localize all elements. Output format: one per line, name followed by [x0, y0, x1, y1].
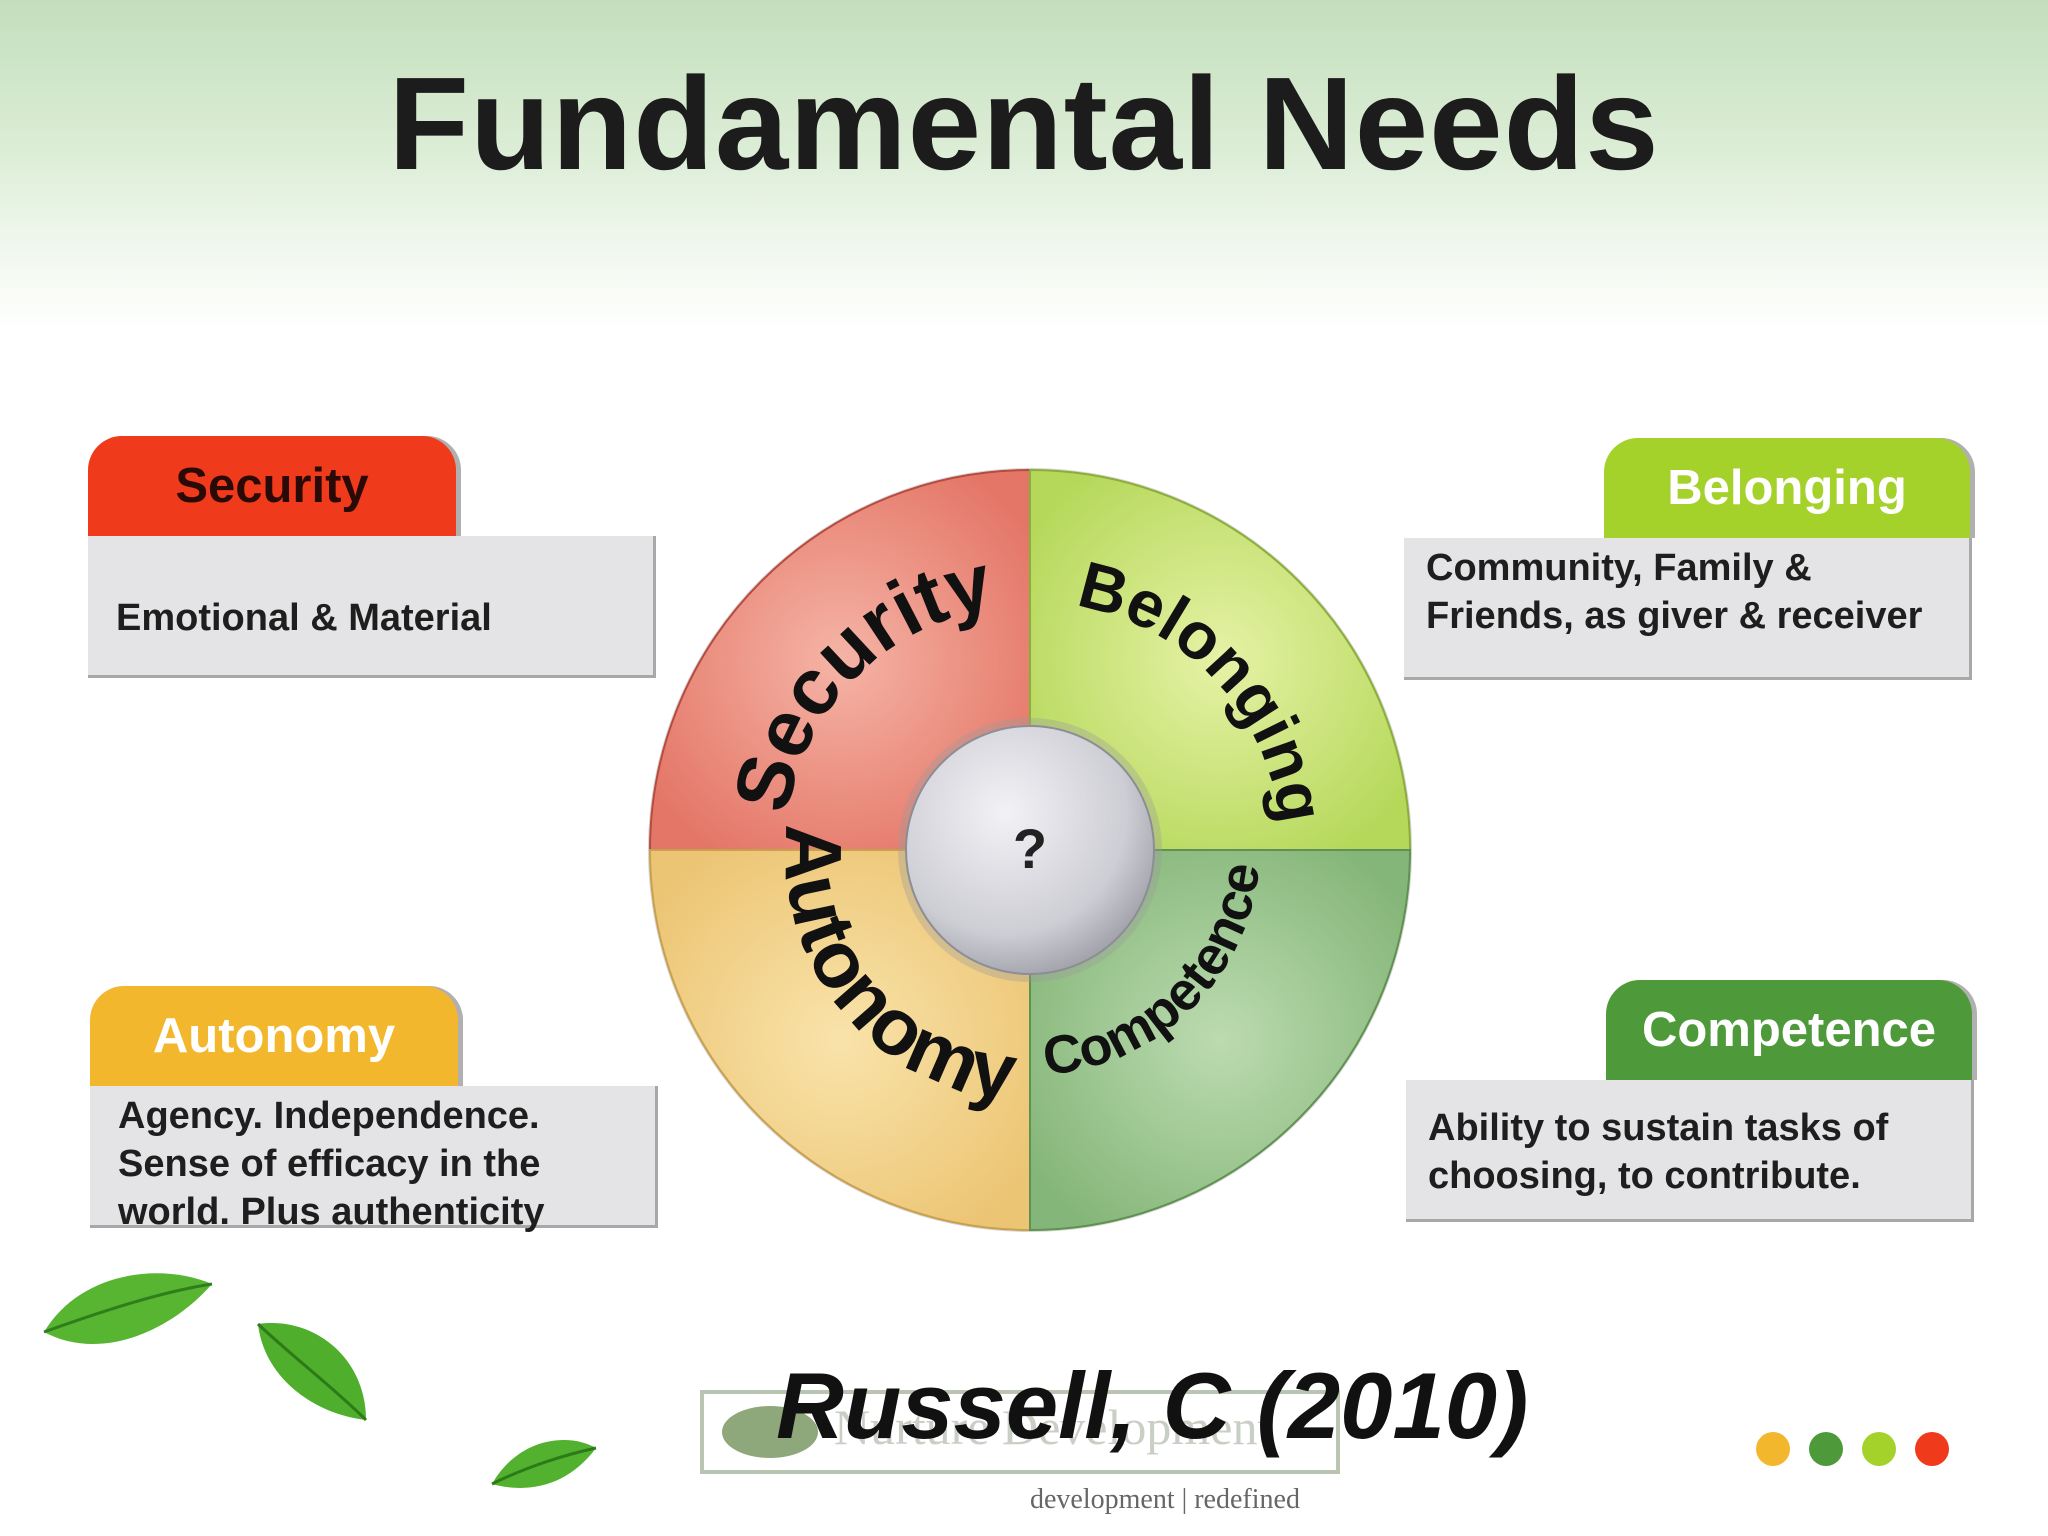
competence-segment	[1029, 849, 1412, 1232]
leaf-icon	[256, 1322, 368, 1422]
security-card-heading: Security	[88, 436, 456, 536]
header-band	[0, 0, 2048, 330]
competence-card-text: Ability to sustain tasks of choosing, to…	[1406, 1080, 1974, 1222]
leaf-icon	[491, 1439, 597, 1488]
security-card-text: Emotional & Material	[88, 536, 656, 678]
autonomy-card-heading: Autonomy	[90, 986, 458, 1086]
security-segment	[648, 468, 1031, 851]
company-logo: Nurture Development	[700, 1390, 1340, 1474]
belonging-segment	[1029, 468, 1412, 851]
center-label: ?	[1013, 817, 1047, 880]
belonging-card-heading: Belonging	[1604, 438, 1970, 538]
dot-autonomy	[1756, 1432, 1790, 1466]
citation: Russell, C (2010)	[776, 1353, 1529, 1458]
dot-competence	[1809, 1432, 1843, 1466]
autonomy-segment	[648, 849, 1031, 1232]
needs-wheel: ? Security Belonging Autonomy Competence	[648, 468, 1412, 1232]
color-dots	[1756, 1432, 1968, 1468]
belonging-card-text: Community, Family & Friends, as giver & …	[1404, 538, 1972, 680]
dot-belonging	[1862, 1432, 1896, 1466]
center-circle	[905, 725, 1155, 975]
logo-mark-icon	[722, 1406, 818, 1458]
logo-name: Nurture Development	[834, 1399, 1272, 1455]
page-title: Fundamental Needs	[388, 50, 1660, 197]
dot-security	[1915, 1432, 1949, 1466]
leaf-icon	[43, 1273, 213, 1345]
autonomy-card-text: Agency. Independence. Sense of efficacy …	[90, 1086, 658, 1233]
logo-tagline: development | redefined	[1030, 1484, 1300, 1515]
competence-card-heading: Competence	[1606, 980, 1972, 1080]
